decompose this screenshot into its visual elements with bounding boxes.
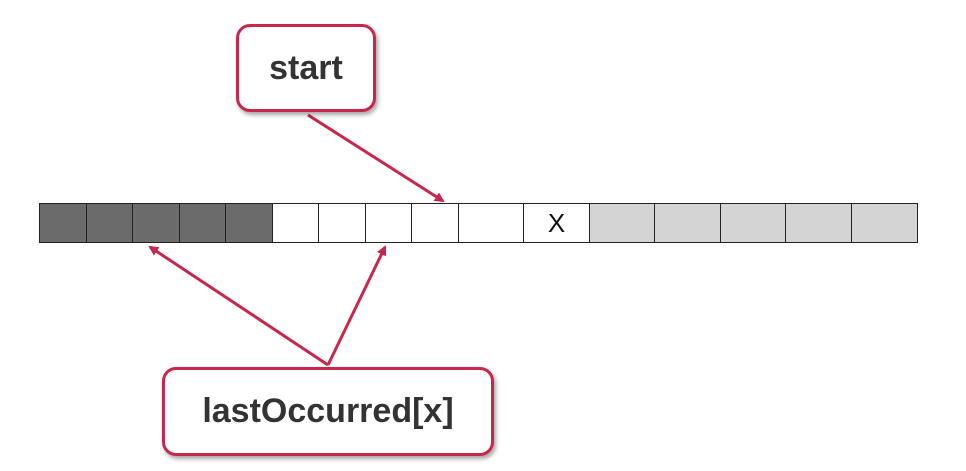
array-cell	[225, 203, 273, 243]
start-label: start	[236, 24, 376, 112]
array-cell	[785, 203, 852, 243]
array-cell	[271, 203, 320, 243]
array-cell	[411, 203, 459, 243]
array-cell	[85, 203, 134, 243]
array-cell	[588, 203, 656, 243]
last-occurred-label: lastOccurred[x]	[162, 367, 494, 456]
array-cell	[457, 203, 525, 243]
array-cell	[654, 203, 721, 243]
array-cell	[719, 203, 787, 243]
array-cell	[132, 203, 180, 243]
last-occurred-arrow-left	[148, 245, 329, 367]
start-arrow	[307, 113, 445, 203]
array-cell	[39, 203, 87, 243]
array-cell	[850, 203, 918, 243]
array-cell	[364, 203, 413, 243]
array-cell	[318, 203, 366, 243]
array-cells: X	[39, 203, 918, 243]
last-occurred-arrow-right	[326, 245, 387, 366]
